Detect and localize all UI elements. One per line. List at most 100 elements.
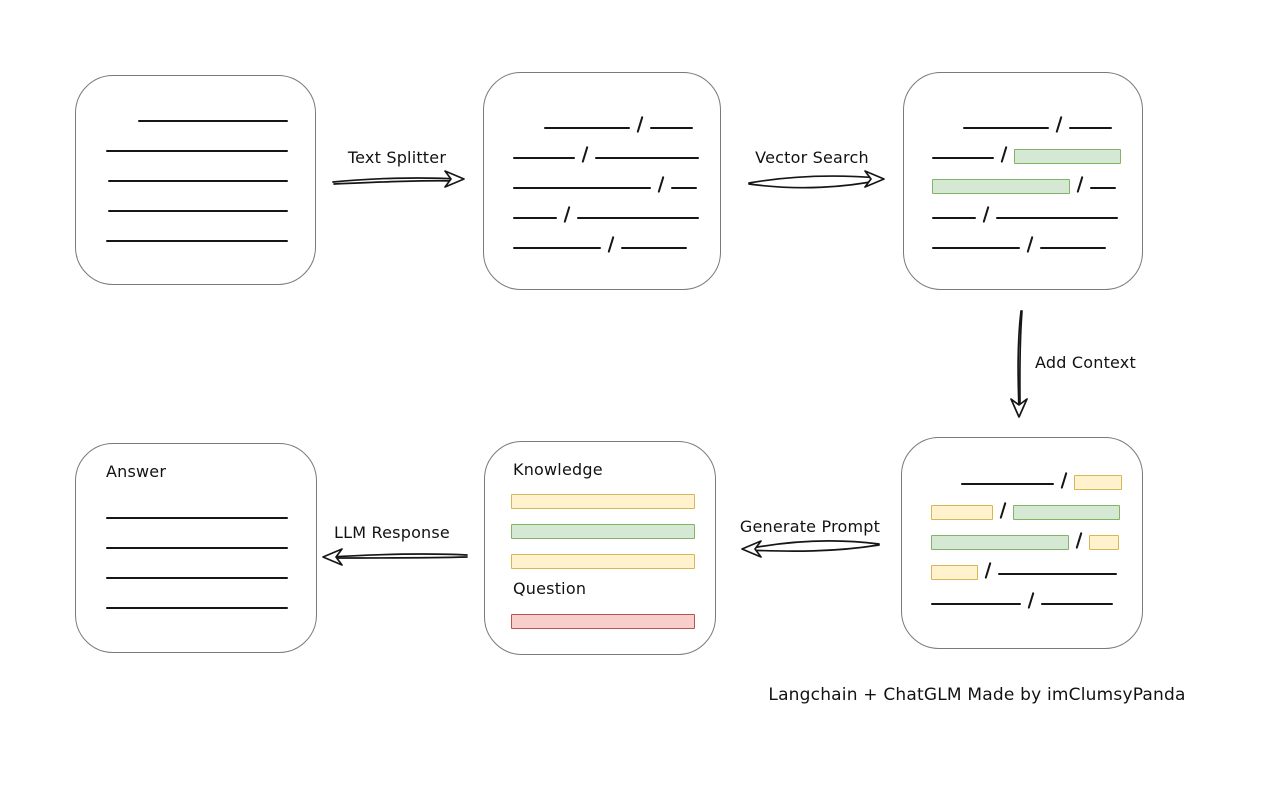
- text-line: [621, 247, 688, 249]
- chunk-row: [932, 225, 1121, 255]
- chunk-row: [931, 521, 1122, 551]
- green-highlight-bar: [1013, 505, 1121, 520]
- chunk-row: [106, 218, 288, 248]
- prompt-node: Knowledge Question: [484, 441, 716, 655]
- slash-separator: [999, 502, 1007, 519]
- chunk-row: [106, 555, 288, 585]
- text-line: [996, 217, 1119, 219]
- red-highlight-bar: [511, 614, 695, 629]
- text-line: [671, 187, 698, 189]
- yellow-highlight-bar: [511, 554, 695, 569]
- slash-separator: [657, 176, 665, 193]
- text-line: [1090, 187, 1117, 189]
- text-line: [577, 217, 700, 219]
- text-splitter-label: Text Splitter: [347, 148, 447, 167]
- text-line: [1041, 603, 1114, 605]
- text-line: [106, 150, 288, 152]
- llm-response-arrow: [322, 548, 468, 566]
- document-lines: [106, 98, 288, 248]
- text-line: [1069, 127, 1113, 129]
- green-highlight-bar: [931, 535, 1069, 550]
- knowledge-label: Knowledge: [513, 460, 603, 479]
- text-line: [513, 217, 557, 219]
- slash-separator: [1027, 592, 1035, 609]
- slash-separator: [982, 206, 990, 223]
- answer-label: Answer: [106, 462, 167, 481]
- chunk-row: [513, 135, 700, 165]
- slash-separator: [1000, 146, 1008, 163]
- split-chunks-rows: [513, 105, 700, 255]
- slash-separator: [581, 146, 589, 163]
- text-splitter-arrow: [332, 170, 465, 188]
- text-line: [998, 573, 1118, 575]
- vector-search-label: Vector Search: [755, 148, 869, 167]
- add-context-arrow: [1010, 310, 1028, 418]
- chunk-row: [513, 225, 699, 255]
- llm-response-label: LLM Response: [334, 523, 450, 542]
- context-chunks-node: [901, 437, 1143, 649]
- yellow-highlight-bar: [931, 505, 993, 520]
- chunk-row: [511, 540, 695, 570]
- chunk-row: [931, 551, 1122, 581]
- chunk-row: [108, 158, 288, 188]
- chunk-row: [932, 165, 1121, 195]
- answer-lines: [106, 495, 288, 615]
- yellow-highlight-bar: [931, 565, 978, 580]
- chunk-row: [106, 495, 288, 525]
- text-line: [106, 577, 288, 579]
- chunk-row: [511, 600, 695, 630]
- yellow-highlight-bar: [1089, 535, 1120, 550]
- text-line: [106, 547, 288, 549]
- question-bar: [511, 600, 695, 630]
- text-line: [932, 217, 976, 219]
- generate-prompt-label: Generate Prompt: [739, 517, 881, 536]
- text-line: [595, 157, 700, 159]
- matched-chunks-node: [903, 72, 1143, 290]
- slash-separator: [1076, 176, 1084, 193]
- text-line: [513, 247, 601, 249]
- text-line: [513, 157, 575, 159]
- document-node: [75, 75, 316, 285]
- yellow-highlight-bar: [511, 494, 695, 509]
- chunk-row: [931, 491, 1122, 521]
- chunk-row: [932, 135, 1122, 165]
- slash-separator: [1055, 116, 1063, 133]
- chunk-row: [961, 461, 1123, 491]
- text-line: [931, 603, 1021, 605]
- chunk-row: [106, 128, 288, 158]
- text-line: [932, 247, 1020, 249]
- green-highlight-bar: [1014, 149, 1122, 164]
- text-line: [513, 187, 651, 189]
- text-line: [106, 240, 288, 242]
- chunk-row: [511, 480, 695, 510]
- text-line: [138, 120, 288, 122]
- chunk-row: [963, 105, 1121, 135]
- slash-separator: [1060, 472, 1068, 489]
- context-chunks-rows: [931, 461, 1123, 611]
- text-line: [1040, 247, 1107, 249]
- text-line: [650, 127, 694, 129]
- chunk-row: [513, 165, 699, 195]
- answer-node: Answer: [75, 443, 317, 653]
- chunk-row: [544, 105, 699, 135]
- matched-chunks-rows: [932, 105, 1122, 255]
- chunk-row: [932, 195, 1121, 225]
- slash-separator: [607, 236, 615, 253]
- slash-separator: [636, 116, 644, 133]
- slash-separator: [1026, 236, 1034, 253]
- split-chunks-node: [483, 72, 721, 290]
- green-highlight-bar: [932, 179, 1070, 194]
- text-line: [108, 210, 288, 212]
- knowledge-bars: [511, 480, 695, 570]
- generate-prompt-arrow: [741, 540, 880, 558]
- text-line: [108, 180, 288, 182]
- chunk-row: [108, 188, 288, 218]
- chunk-row: [138, 98, 288, 128]
- slash-separator: [1075, 532, 1083, 549]
- slash-separator: [984, 562, 992, 579]
- chunk-row: [931, 581, 1122, 611]
- vector-search-arrow: [748, 170, 885, 189]
- text-line: [544, 127, 630, 129]
- text-line: [963, 127, 1049, 129]
